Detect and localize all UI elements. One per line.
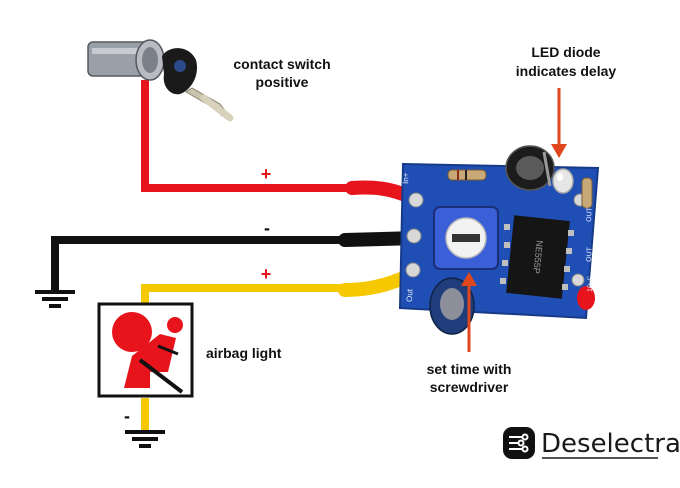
black-wire-sign: - [264,218,270,238]
red-wire-sign: + [261,164,272,184]
ground-symbol-black [35,290,75,308]
board-mark-cap: 10uF [587,276,595,292]
board-mark-out: Out [405,288,414,302]
black-wire [51,236,360,290]
yellow-wire-sign: + [261,264,272,284]
airbag-light-icon [97,302,194,398]
brand-logo: Deselectra [503,427,680,459]
brand-name: Deselectra [541,429,680,459]
label-led-diode: LED diode [531,44,600,60]
label-set-time: set time with [427,361,512,377]
potentiometer-arrow-icon [461,272,477,352]
led-arrow-icon [551,88,567,158]
ignition-switch-icon [87,39,234,122]
label-positive: positive [256,74,309,90]
led-diode-icon [552,168,574,194]
board-mark-out-minus: OUT [586,206,594,222]
board-mark-out-plus: OUT [586,246,594,262]
lamp-ground-sign: - [124,406,130,426]
red-wire [141,80,360,192]
label-contact-switch: contact switch [233,56,330,72]
chip-marking: NE555P [531,240,544,274]
label-screwdriver: screwdriver [430,379,509,395]
label-indicates-delay: indicates delay [516,63,617,79]
delay-module-board: NE555P In+ Out OUT OUT 10uF [398,145,600,335]
label-airbag-light: airbag light [206,345,282,361]
ground-symbol-lamp [125,430,165,448]
timer-chip-icon: NE555P [500,215,574,299]
board-mark-in-plus: In+ [401,172,410,184]
